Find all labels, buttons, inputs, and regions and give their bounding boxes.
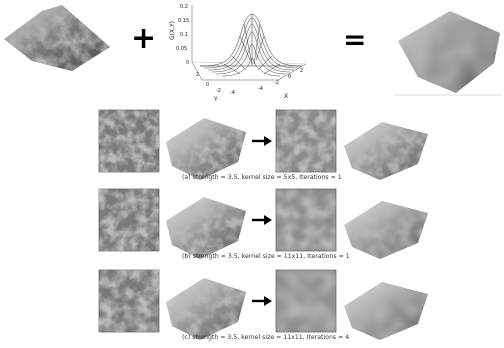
row-caption: (c) strength = 3.5, kernel size = 11x11,… [182, 334, 350, 341]
y-tick: 2 [196, 72, 199, 78]
example-row-graphics [98, 188, 428, 259]
x-tick: -2 [274, 80, 279, 86]
z-tick: 0.2 [180, 4, 188, 10]
y-tick: 0 [206, 82, 209, 88]
arrow-right-icon [252, 296, 272, 306]
x-tick: 2 [300, 68, 303, 74]
row-caption: (b) strength = 3.5, kernel size = 11x11,… [182, 253, 350, 260]
example-row-graphics [98, 269, 428, 340]
row-caption: (a) strength = 3.5, kernel size = 5x5, I… [182, 174, 342, 181]
y-tick: -2 [216, 88, 221, 94]
example-row-graphics [98, 109, 428, 180]
gaussian-kernel-plot: 0.2 0.15 0.1 0.05 0 G(X,Y) 2 0 -2 -4 Y -… [166, 0, 328, 104]
rough-terrain-surface [2, 3, 112, 73]
z-tick: 0.05 [176, 46, 187, 52]
y-axis-label: Y [213, 96, 218, 103]
z-tick: 0.1 [180, 32, 188, 38]
z-axis-label: G(X,Y) [169, 21, 176, 40]
x-tick: -4 [258, 86, 263, 92]
arrow-right-icon [252, 136, 272, 146]
smoothed-terrain-surface [394, 5, 502, 97]
equals-operator: = [343, 23, 367, 56]
y-tick: -4 [230, 90, 235, 96]
x-axis-label: X [284, 93, 288, 100]
plus-operator: + [131, 21, 157, 56]
z-tick: 0 [186, 60, 189, 66]
arrow-right-icon [252, 215, 272, 225]
x-tick: 0 [288, 74, 291, 80]
z-tick: 0.15 [178, 18, 189, 24]
